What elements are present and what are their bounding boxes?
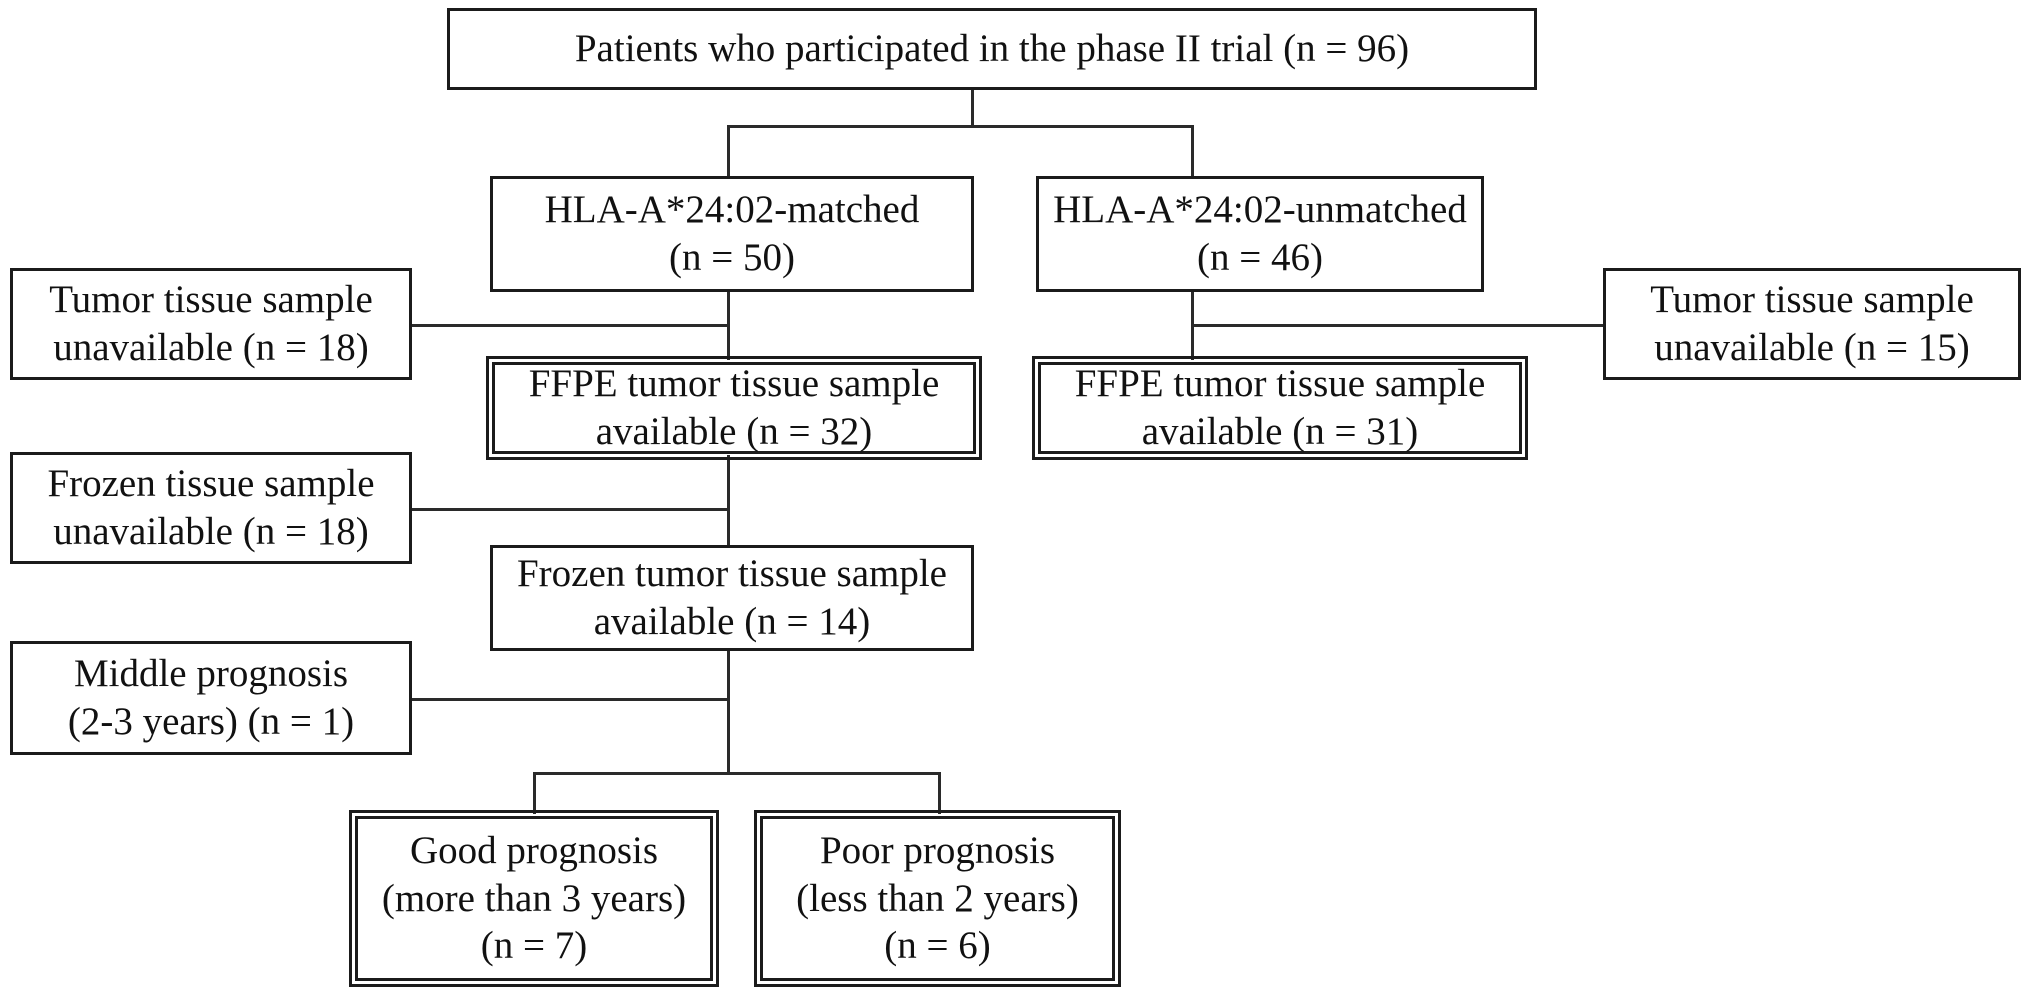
connector-to-good-prognosis [533, 772, 536, 814]
connector-root-split-bar [727, 125, 1194, 128]
connector-to-poor-prognosis [938, 772, 941, 814]
node-root[interactable]: Patients who participated in the phase I… [447, 8, 1537, 90]
node-hla-unmatched-label: HLA-A*24:02-unmatched (n = 46) [1053, 188, 1467, 279]
connector-root-stub [971, 89, 974, 128]
connector-to-matched [727, 125, 730, 176]
node-good-prognosis[interactable]: Good prognosis (more than 3 years) (n = … [349, 810, 719, 987]
node-tumor-unavailable-right-label: Tumor tissue sample unavailable (n = 15) [1650, 278, 1974, 369]
node-root-label: Patients who participated in the phase I… [574, 27, 1410, 71]
node-tumor-unavailable-left-label: Tumor tissue sample unavailable (n = 18) [49, 278, 373, 369]
node-frozen-unavailable[interactable]: Frozen tissue sample unavailable (n = 18… [10, 452, 412, 564]
connector-frozen-unavailable [410, 508, 730, 511]
node-hla-matched-label: HLA-A*24:02-matched (n = 50) [544, 188, 920, 279]
node-tumor-unavailable-right[interactable]: Tumor tissue sample unavailable (n = 15) [1603, 268, 2021, 380]
connector-tumor-unavailable-right [1191, 324, 1605, 327]
node-frozen-unavailable-label: Frozen tissue sample unavailable (n = 18… [47, 462, 375, 553]
node-good-prognosis-label: Good prognosis (more than 3 years) (n = … [381, 829, 687, 968]
node-frozen-available-label: Frozen tumor tissue sample available (n … [516, 552, 947, 643]
node-middle-prognosis-label: Middle prognosis (2-3 years) (n = 1) [67, 652, 355, 743]
node-frozen-available[interactable]: Frozen tumor tissue sample available (n … [490, 545, 974, 651]
connector-tumor-unavailable-left [410, 324, 730, 327]
node-middle-prognosis[interactable]: Middle prognosis (2-3 years) (n = 1) [10, 641, 412, 755]
connector-frozen-trunk [727, 650, 730, 775]
node-ffpe-right[interactable]: FFPE tumor tissue sample available (n = … [1032, 356, 1528, 460]
connector-to-unmatched [1191, 125, 1194, 176]
node-ffpe-left[interactable]: FFPE tumor tissue sample available (n = … [486, 356, 982, 460]
node-hla-unmatched[interactable]: HLA-A*24:02-unmatched (n = 46) [1036, 176, 1484, 292]
node-ffpe-left-label: FFPE tumor tissue sample available (n = … [528, 362, 940, 453]
connector-prognosis-split-bar [533, 772, 941, 775]
node-hla-matched[interactable]: HLA-A*24:02-matched (n = 50) [490, 176, 974, 292]
connector-middle-prognosis [410, 698, 730, 701]
node-tumor-unavailable-left[interactable]: Tumor tissue sample unavailable (n = 18) [10, 268, 412, 380]
node-poor-prognosis[interactable]: Poor prognosis (less than 2 years) (n = … [754, 810, 1121, 987]
node-ffpe-right-label: FFPE tumor tissue sample available (n = … [1074, 362, 1486, 453]
node-poor-prognosis-label: Poor prognosis (less than 2 years) (n = … [796, 829, 1079, 968]
connector-ffpe-left-trunk [727, 455, 730, 547]
